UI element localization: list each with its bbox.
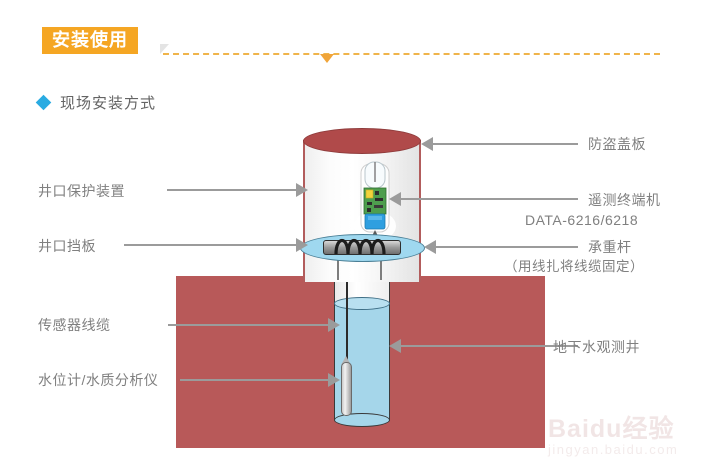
probe-tip-icon: [341, 356, 351, 365]
arrow-wellhead-baffle-icon: [296, 238, 308, 252]
arrow-wellhead-protection-icon: [296, 183, 308, 197]
watermark-url: jingyan.baidu.com: [548, 442, 679, 457]
label-water-level-analyzer: 水位计/水质分析仪: [38, 372, 159, 388]
watermark-brand: Baidu经验: [548, 415, 675, 443]
support-line-left: [337, 256, 339, 280]
leader-load-bearing-rod: [436, 246, 578, 248]
arrow-water-analyzer-icon: [328, 373, 340, 387]
label-sensor-cable: 传感器线缆: [38, 317, 111, 333]
cable-coil-icon: [334, 238, 386, 255]
label-wellhead-baffle: 井口挡板: [38, 238, 96, 254]
support-line-right: [380, 256, 382, 280]
anti-theft-cover-plate: [303, 128, 421, 154]
arrow-groundwater-well-icon: [389, 339, 401, 353]
water-level-probe: [341, 362, 352, 416]
label-wellhead-protection: 井口保护装置: [38, 183, 125, 199]
header-arrow-icon: [320, 54, 334, 63]
arrow-sensor-cable-icon: [328, 318, 340, 332]
leader-water-analyzer: [180, 379, 336, 381]
label-groundwater-well: 地下水观测井: [553, 339, 640, 355]
water-surface: [334, 297, 390, 310]
label-telemetry-terminal: 遥测终端机: [588, 192, 661, 208]
leader-sensor-cable: [168, 324, 336, 326]
well-pipe-bottom: [334, 413, 390, 427]
subsection-heading: 现场安装方式: [35, 92, 157, 113]
leader-wellhead-protection: [167, 189, 303, 191]
leader-groundwater-well: [400, 345, 578, 347]
leader-anti-theft-cover: [432, 143, 578, 145]
badge-notch-icon: [160, 44, 169, 54]
arrow-anti-theft-cover-icon: [421, 137, 433, 151]
arrow-load-bearing-rod-icon: [424, 240, 436, 254]
label-telemetry-model: DATA-6216/6218: [525, 212, 639, 228]
watermark: Baidu经验 jingyan.baidu.com: [548, 416, 708, 464]
section-badge: 安装使用: [42, 27, 138, 54]
header-band: 安装使用: [0, 0, 710, 70]
header-dashed-line: [163, 53, 660, 55]
subsection-title: 现场安装方式: [60, 95, 157, 112]
label-anti-theft-cover: 防盗盖板: [588, 136, 646, 152]
arrow-telemetry-terminal-icon: [389, 192, 401, 206]
telemetry-terminal-device: [354, 161, 396, 242]
label-load-bearing-rod: 承重杆: [588, 239, 632, 255]
leader-wellhead-baffle: [124, 244, 303, 246]
sensor-cable-line: [346, 248, 349, 372]
leader-telemetry-terminal: [400, 198, 578, 200]
label-cable-tie-note: （用线扎将线缆固定）: [504, 259, 644, 274]
